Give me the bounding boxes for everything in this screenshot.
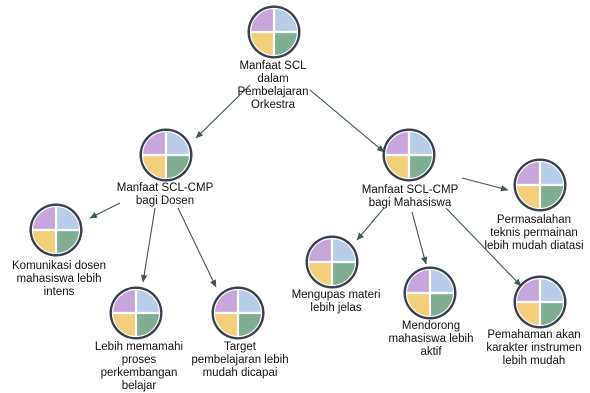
memahami-quadrant-icon [109,286,163,340]
edge-dosen-target [177,207,217,288]
pemahaman-quadrant-icon [513,275,567,329]
permasalahan-label: Permasalahan teknis permainan lebih muda… [484,214,584,252]
edge-mahasiswa-pemahaman [445,207,522,287]
diagram-canvas [29,5,567,340]
mahasiswa-label: Manfaat SCL-CMP bagi Mahasiswa [361,184,459,209]
memahami-label: Lebih memamahi proses perkembangan belaj… [94,341,184,392]
target-quadrant-icon [211,286,265,340]
dosen-label: Manfaat SCL-CMP bagi Dosen [116,182,214,207]
edge-mahasiswa-mengupas [356,207,385,241]
mendorong-label: Mendorong mahasiswa lebih aktif [388,320,474,358]
mendorong-quadrant-icon [403,266,457,320]
mengupas-quadrant-icon [305,235,359,289]
dosen-quadrant-icon [139,128,193,182]
komunikasi-label: Komunikasi dosen mahasiswa lebih intens [12,260,106,298]
target-label: Target pembelajaran lebih mudah dicapai [191,341,289,379]
edge-dosen-memahami [140,207,156,283]
edge-dosen-komunikasi [89,202,121,219]
permasalahan-quadrant-icon [513,158,567,212]
mind-map-diagram: Manfaat SCL dalam Pembelajaran Orkestra … [12,5,584,392]
edge-root-dosen [195,84,251,139]
edge-mahasiswa-permasalahan [461,177,509,192]
root-quadrant-icon [247,5,301,59]
edge-mahasiswa-mendorong [411,211,428,265]
komunikasi-quadrant-icon [29,203,83,257]
pemahaman-label: Pemahaman akan karakter instrumen lebih … [486,329,582,367]
mahasiswa-quadrant-icon [382,128,436,182]
mengupas-label: Mengupas materi lebih jelas [291,289,381,314]
edge-root-mahasiswa [309,89,385,153]
root-label: Manfaat SCL dalam Pembelajaran Orkestra [237,60,309,111]
